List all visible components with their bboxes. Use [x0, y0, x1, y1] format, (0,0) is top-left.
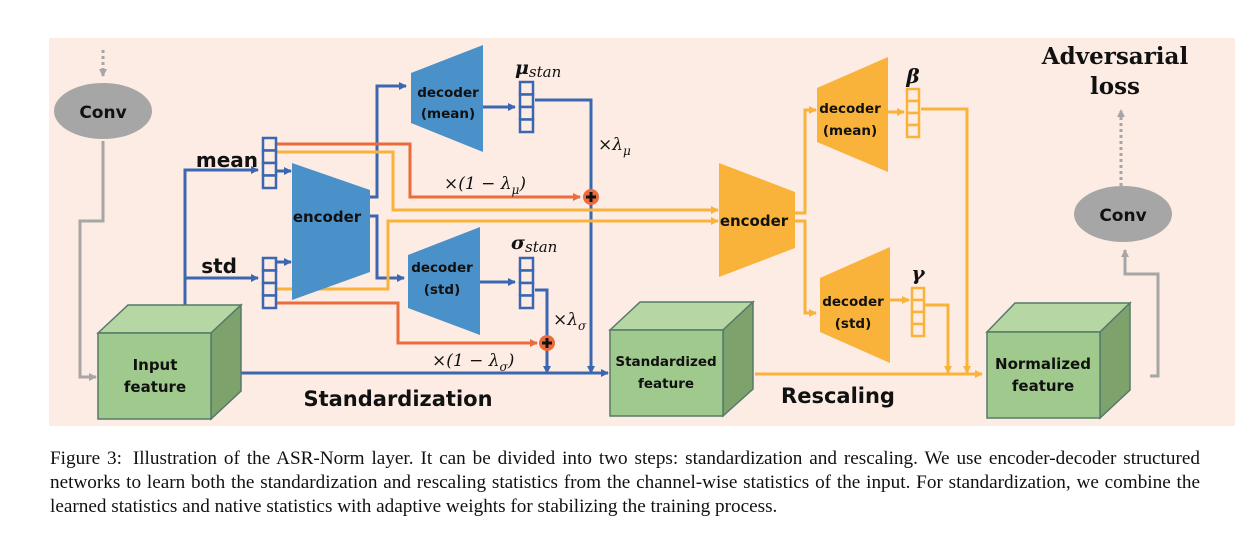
encoder-to-decoder-std-line: [370, 214, 405, 282]
conv-to-input-line: [78, 141, 105, 381]
gamma-vector: [910, 286, 926, 338]
rescaling-step-label: Rescaling: [781, 384, 895, 408]
asr-norm-diagram: Conv Conv Adversarial loss encoder: [49, 38, 1235, 426]
input-feature-line2: feature: [124, 378, 186, 396]
input-feature-line1: Input: [133, 356, 178, 374]
orange-encoder: encoder: [719, 163, 795, 277]
orange-decoder-mean-line2: (mean): [823, 123, 877, 139]
standardized-feature-line1: Standardized: [615, 354, 716, 370]
blue-decoder-mean-line1: decoder: [417, 85, 479, 101]
left-conv-node: Conv: [54, 83, 152, 139]
normalized-feature-line2: feature: [1012, 377, 1074, 395]
one-minus-lambda-sigma-label: ×(1 − λσ): [432, 351, 514, 374]
std-to-orange-encoder-line: [277, 217, 719, 291]
sigma-stan-vector: [518, 256, 535, 310]
figure-caption: Figure 3: Illustration of the ASR-Norm l…: [50, 447, 1200, 519]
blue-decoder-std-line2: (std): [424, 282, 461, 298]
standardized-feature-cube: Standardized feature: [608, 300, 755, 418]
standardization-step-label: Standardization: [303, 387, 492, 411]
sigma-stan-label: σstan: [511, 232, 557, 256]
std-sum-node: [539, 335, 555, 351]
caption-label: Figure 3:: [50, 448, 122, 469]
mean-native-to-sum-line: [277, 142, 581, 201]
normalized-to-conv-line: [1121, 249, 1160, 378]
caption-text: Illustration of the ASR-Norm layer. It c…: [50, 448, 1200, 517]
normalized-feature-line1: Normalized: [995, 355, 1091, 373]
gamma-label: γ: [911, 261, 925, 285]
mu-stan-to-sum-line: [535, 98, 595, 374]
orange-decoder-std-line2: (std): [835, 316, 872, 332]
orange-decoder-std: decoder (std): [820, 247, 890, 363]
std-vector: [261, 256, 278, 310]
adversarial-loss-line2: loss: [1090, 73, 1140, 100]
gamma-to-normalized-line: [924, 303, 952, 374]
orange-encoder-label: encoder: [720, 212, 789, 230]
blue-decoder-mean: decoder (mean): [411, 45, 483, 152]
beta-vector: [905, 87, 921, 139]
blue-decoder-mean-line2: (mean): [421, 106, 475, 122]
right-conv-node: Conv: [1074, 186, 1172, 242]
orange-decoder-mean: decoder (mean): [817, 57, 888, 172]
orange-encoder-to-decoder-mean-line: [795, 106, 817, 215]
encoder-to-decoder-mean-line: [370, 82, 407, 199]
lambda-sigma-label: ×λσ: [553, 310, 587, 333]
normalized-feature-cube: Normalized feature: [985, 301, 1132, 420]
std-native-to-sum-line: [277, 301, 538, 347]
mean-vector: [261, 136, 278, 190]
one-minus-lambda-mu-label: ×(1 − λμ): [444, 174, 526, 197]
std-label: std: [201, 254, 237, 278]
orange-decoder-std-line1: decoder: [822, 294, 884, 310]
mu-stan-label: μstan: [515, 57, 561, 81]
blue-encoder: encoder: [292, 163, 370, 300]
blue-encoder-label: encoder: [293, 208, 362, 226]
input-feature-cube: Input feature: [96, 303, 243, 421]
mu-stan-vector: [518, 80, 535, 134]
left-conv-label: Conv: [79, 103, 126, 123]
beta-to-normalized-line: [921, 107, 971, 374]
orange-decoder-mean-line1: decoder: [819, 101, 881, 117]
lambda-mu-label: ×λμ: [598, 135, 631, 158]
right-conv-label: Conv: [1099, 206, 1146, 226]
beta-label: β: [905, 64, 919, 88]
orange-encoder-to-decoder-std-line: [795, 219, 817, 317]
mean-sum-node: [583, 189, 599, 205]
standardized-feature-line2: feature: [638, 376, 694, 392]
blue-decoder-std: decoder (std): [408, 227, 480, 335]
input-to-mean-line: [183, 166, 259, 305]
blue-decoder-std-line1: decoder: [411, 260, 473, 276]
mean-label: mean: [196, 148, 258, 172]
adversarial-loss-line1: Adversarial: [1041, 43, 1189, 70]
mean-to-orange-encoder-line: [277, 150, 719, 214]
